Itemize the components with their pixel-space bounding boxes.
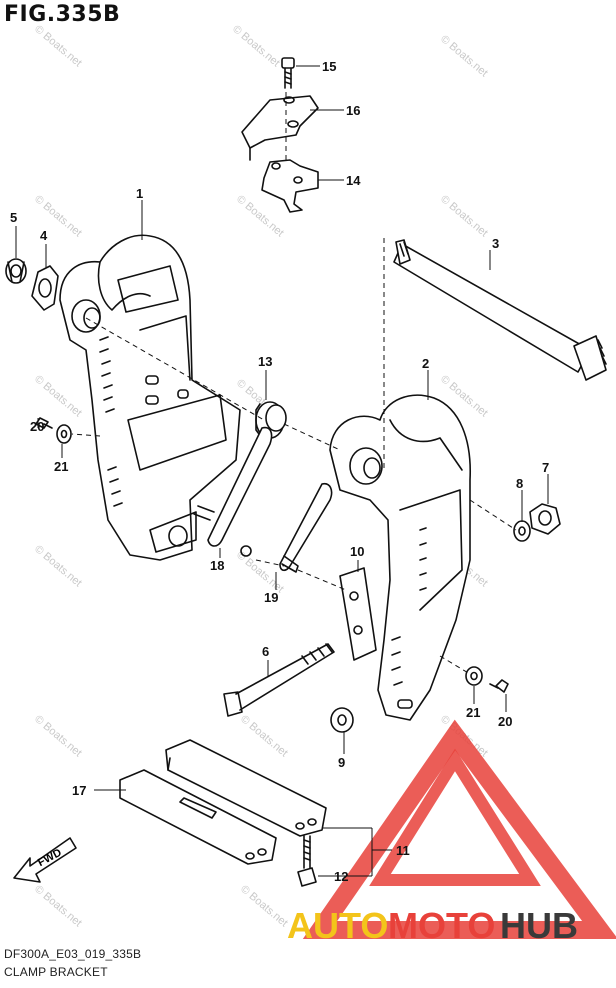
callout-7: 7 [542, 460, 549, 475]
part-11-plate [165, 739, 327, 837]
callout-19: 19 [264, 590, 278, 605]
callout-15: 15 [322, 59, 336, 74]
part-16-cover [241, 95, 319, 161]
callout-10: 10 [350, 544, 364, 559]
part-20-screw-right [489, 679, 509, 693]
figure-code: DF300A_E03_019_335B [4, 947, 142, 961]
watermark-text: © Boats.net [32, 883, 84, 929]
callout-4: 4 [40, 228, 48, 243]
callout-2: 2 [422, 356, 429, 371]
callout-14: 14 [346, 173, 361, 188]
callout-3: 3 [492, 236, 499, 251]
callout-6: 6 [262, 644, 269, 659]
part-12-bolt [297, 835, 317, 887]
callout-5: 5 [10, 210, 17, 225]
callout-1: 1 [136, 186, 143, 201]
logo-text-hub: HUB [500, 905, 578, 946]
part-3-tilt-tube [393, 239, 607, 381]
part-4-washer [31, 265, 59, 311]
watermark-text: © Boats.net [32, 713, 84, 759]
part-17-plate [119, 769, 277, 865]
watermark-text: © Boats.net [32, 373, 84, 419]
part-7-nut [529, 503, 561, 535]
part-21-washer-right [465, 666, 483, 686]
callout-12: 12 [334, 869, 348, 884]
part-19-rod [240, 482, 333, 573]
watermark-text: © Boats.net [238, 883, 290, 929]
part-9-washer [330, 707, 354, 733]
watermark-text: © Boats.net [238, 713, 290, 759]
part-6-bolt [223, 643, 335, 717]
part-1-clamp-bracket [59, 234, 241, 561]
callout-9: 9 [338, 755, 345, 770]
part-15-bolt [281, 57, 295, 89]
callout-20a: 20 [30, 419, 44, 434]
leader-lines [15, 65, 549, 877]
part-18-rod [193, 426, 273, 547]
automotohub-logo: AUTO MOTO HUB [287, 719, 616, 946]
figure-name: CLAMP BRACKET [4, 965, 108, 979]
part-10-plate [339, 567, 377, 661]
watermark-text: © Boats.net [234, 193, 286, 239]
watermark-text: © Boats.net [32, 543, 84, 589]
callout-20b: 20 [498, 714, 512, 729]
callout-11: 11 [396, 843, 410, 858]
fwd-arrow-icon [13, 837, 77, 883]
callout-17: 17 [72, 783, 86, 798]
part-14-bracket [261, 159, 319, 213]
figure-title: FIG.335B [4, 2, 121, 27]
part-20-screw-left [35, 417, 53, 429]
part-21-washer-left [56, 424, 72, 444]
callout-21a: 21 [54, 459, 68, 474]
callout-13: 13 [258, 354, 272, 369]
callout-18: 18 [210, 558, 224, 573]
watermark-text: © Boats.net [234, 549, 286, 595]
watermark-text: © Boats.net [230, 23, 282, 69]
logo-text-moto: MOTO [388, 905, 495, 946]
callout-21b: 21 [466, 705, 480, 720]
part-5-nut [5, 258, 27, 284]
part-2-clamp-bracket [329, 394, 471, 721]
callout-8: 8 [516, 476, 523, 491]
callout-16: 16 [346, 103, 360, 118]
part-8-washer [513, 520, 531, 542]
watermark-text: © Boats.net [438, 193, 490, 239]
logo-text-auto: AUTO [287, 905, 388, 946]
watermark-text: © Boats.net [32, 23, 84, 69]
watermark-text: © Boats.net [438, 33, 490, 79]
